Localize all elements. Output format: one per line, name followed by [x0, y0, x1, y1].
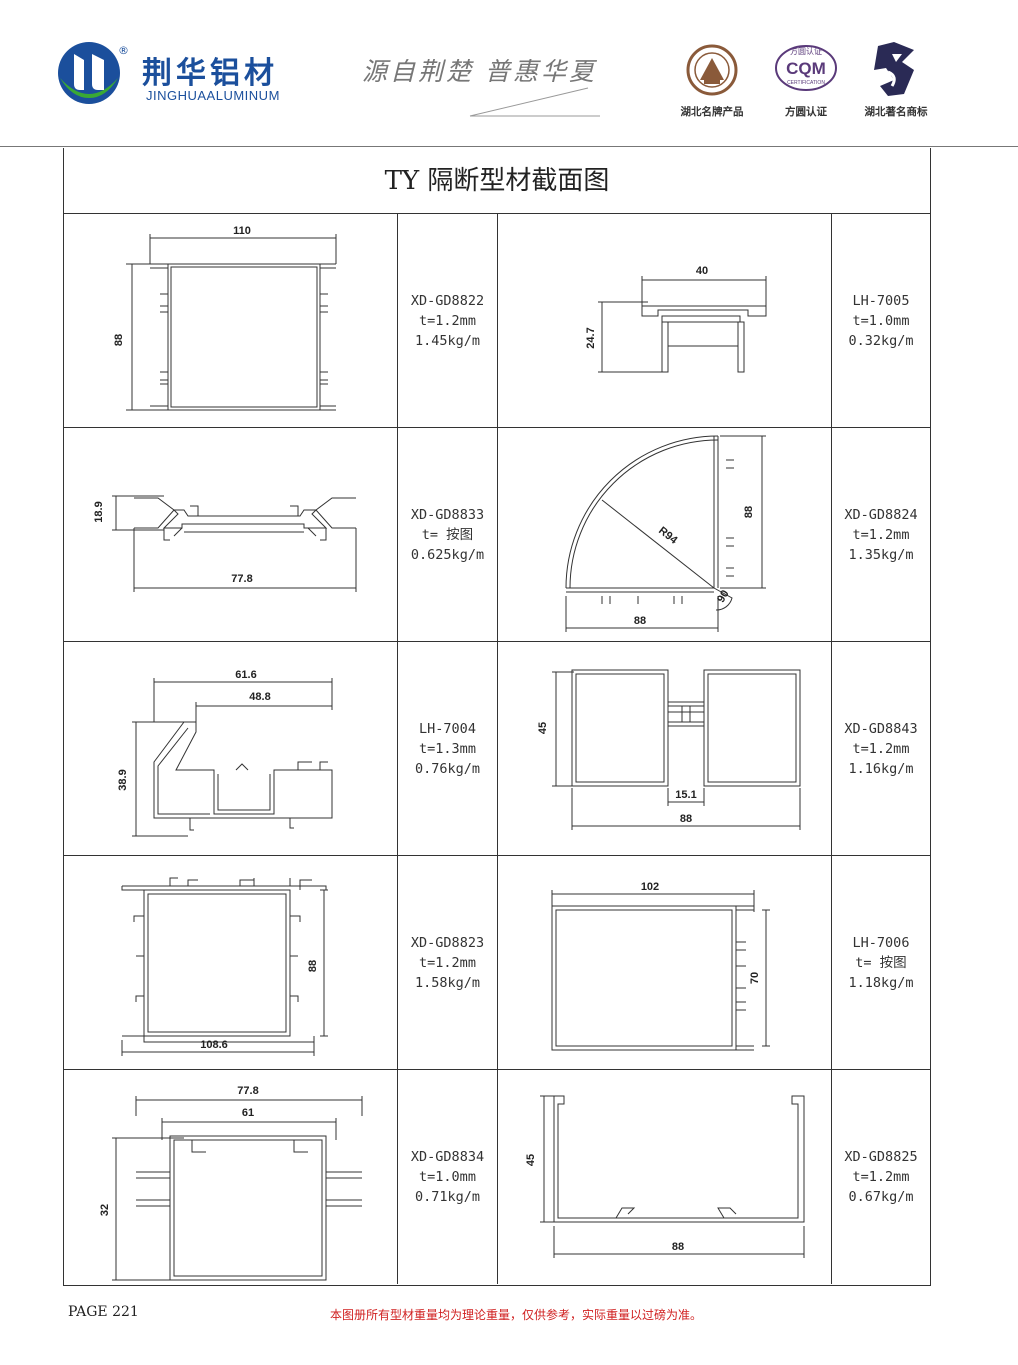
spec-cell: XD-GD8833 t= 按图 0.625kg/m [398, 428, 498, 641]
svg-text:61: 61 [242, 1107, 254, 1119]
profile-drawing-xd-gd8843: 45 15.1 88 [498, 642, 832, 855]
svg-text:32: 32 [99, 1204, 111, 1216]
spec-cell: LH-7005 t=1.0mm 0.32kg/m [848, 292, 914, 349]
svg-text:88: 88 [743, 506, 755, 518]
profile-drawing-xd-gd8834: 77.8 61 32 [64, 1070, 398, 1284]
profile-code: XD-GD8822 [410, 292, 485, 309]
svg-text:77.8: 77.8 [231, 573, 252, 585]
svg-text:24.7: 24.7 [585, 327, 597, 348]
svg-text:90: 90 [715, 588, 732, 605]
svg-text:88: 88 [307, 960, 319, 972]
table-row: 88 108.6 XD-GD8823 t=1.2mm 1.58kg/m 102 [64, 856, 930, 1070]
svg-text:77.8: 77.8 [237, 1085, 258, 1097]
registered-mark: ® [118, 44, 129, 57]
svg-text:48.8: 48.8 [249, 691, 270, 703]
profile-drawing-xd-gd8822: 110 88 [64, 214, 398, 427]
profile-drawing-lh-7005: 40 24.7 [498, 214, 832, 427]
svg-text:45: 45 [537, 722, 549, 734]
brand-name-en: JINGHUAALUMINUM [146, 88, 280, 103]
table-title: TY 隔断型材截面图 [64, 148, 930, 214]
svg-text:18.9: 18.9 [93, 501, 105, 522]
spec-cell: XD-GD8843 t=1.2mm 1.16kg/m [844, 720, 918, 777]
header-divider [0, 146, 1018, 147]
brand-slogan: 源自荆楚 普惠华夏 [362, 57, 597, 86]
svg-text:88: 88 [680, 813, 692, 825]
dim-width: 110 [233, 225, 251, 237]
svg-text:40: 40 [696, 265, 708, 277]
profile-drawing-lh-7006: 102 70 [498, 856, 832, 1069]
page-header: ® 荆华铝材 JINGHUAALUMINUM 源自荆楚 普惠华夏 湖北名牌产品 … [0, 0, 1018, 148]
spec-cell: LH-7004 t=1.3mm 0.76kg/m [398, 642, 498, 855]
svg-text:88: 88 [672, 1241, 684, 1253]
svg-text:61.6: 61.6 [235, 669, 256, 681]
spec-cell: XD-GD8823 t=1.2mm 1.58kg/m [398, 856, 498, 1069]
table-row: 18.9 77.8 XD-GD8833 t= 按图 0.625kg/m [64, 428, 930, 642]
slogan-underline-icon [469, 87, 600, 117]
svg-text:CQM: CQM [786, 59, 826, 78]
spec-cell: XD-GD8825 t=1.2mm 0.67kg/m [844, 1149, 918, 1205]
profile-weight: 1.45kg/m [414, 332, 481, 349]
svg-text:方圆认证: 方圆认证 [790, 46, 822, 56]
cert-cqm: 方圆认证 CQM CERTIFICATION 方圆认证 [758, 40, 854, 118]
spec-cell: XD-GD8824 t=1.2mm 1.35kg/m [844, 506, 918, 563]
profile-drawing-xd-gd8833: 18.9 77.8 [64, 428, 398, 641]
page-number: PAGE 221 [68, 1304, 139, 1320]
profile-drawing-lh-7004: 61.6 48.8 38.9 [64, 642, 398, 855]
table-row: 110 88 XD-GD8822 t=1.2mm 1.45kg/m [64, 214, 930, 428]
profile-drawing-xd-gd8825: 45 88 [498, 1070, 832, 1284]
seal-icon [686, 44, 738, 96]
svg-text:45: 45 [525, 1154, 537, 1166]
dim-height: 88 [113, 334, 125, 346]
weight-disclaimer: 本图册所有型材重量均为理论重量，仅供参考，实际重量以过磅为准。 [330, 1308, 703, 1322]
svg-text:108.6: 108.6 [200, 1039, 228, 1051]
spec-cell: LH-7006 t= 按图 1.18kg/m [848, 934, 914, 991]
jinghua-logo-icon [58, 42, 120, 104]
svg-text:15.1: 15.1 [675, 789, 696, 801]
svg-text:102: 102 [641, 881, 659, 893]
profile-thickness: t=1.2mm [419, 312, 476, 329]
spec-cell: XD-GD8834 t=1.0mm 0.71kg/m [398, 1070, 498, 1284]
svg-text:70: 70 [749, 972, 761, 984]
svg-text:R94: R94 [656, 525, 680, 547]
cert-hubei-trademark: 湖北著名商标 [848, 40, 944, 118]
svg-text:38.9: 38.9 [117, 769, 129, 790]
table-row: 77.8 61 32 XD-GD8834 t=1.0mm 0.71kg/m 45 [64, 1070, 930, 1284]
trademark-icon [874, 42, 914, 96]
profile-drawing-xd-gd8824: R94 88 88 90 [498, 428, 832, 641]
brand-name-cn: 荆华铝材 [142, 56, 278, 91]
spec-cell: XD-GD8822 t=1.2mm 1.45kg/m [398, 214, 498, 427]
cqm-icon: 方圆认证 CQM CERTIFICATION [775, 45, 837, 91]
table-row: 61.6 48.8 38.9 LH-7004 t=1.3mm 0.76kg/m [64, 642, 930, 856]
cert-hubei-brand: 湖北名牌产品 [664, 40, 760, 118]
profile-drawing-xd-gd8823: 88 108.6 [64, 856, 398, 1069]
profile-table: TY 隔断型材截面图 110 88 XD-GD8822 t= [63, 148, 931, 1286]
svg-text:88: 88 [634, 615, 646, 627]
svg-text:CERTIFICATION: CERTIFICATION [787, 80, 825, 86]
